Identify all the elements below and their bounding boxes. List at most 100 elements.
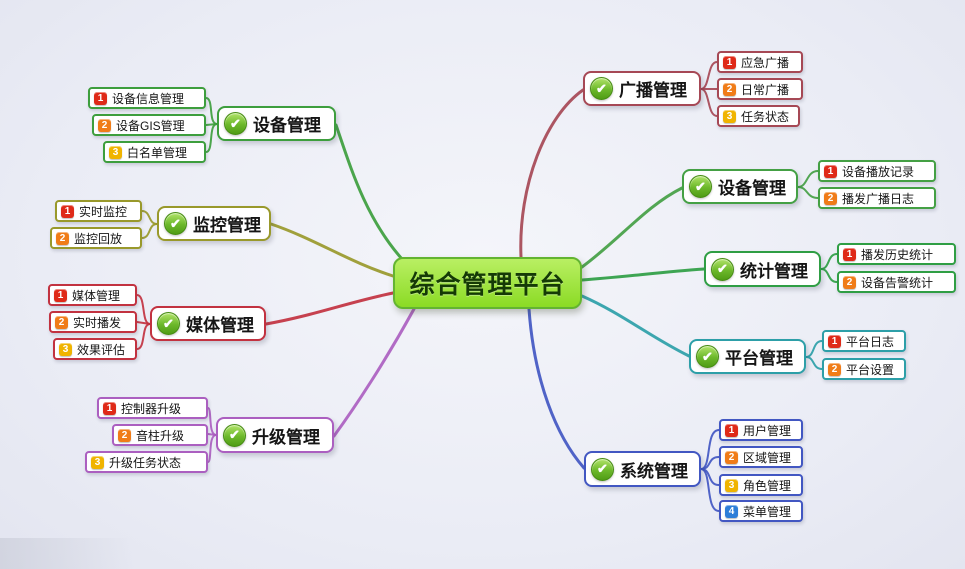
child-node-user-management[interactable]: 1 用户管理 (719, 419, 803, 441)
child-node-monitoring-playback[interactable]: 2 监控回放 (50, 227, 142, 249)
number-badge: 3 (91, 455, 104, 469)
number-badge: 3 (723, 109, 736, 123)
connector-center-device-right (580, 186, 684, 269)
number-badge: 1 (61, 204, 74, 218)
branch-node-broadcast-management[interactable]: ✔ 广播管理 (583, 71, 701, 106)
branch-node-device-management-right[interactable]: ✔ 设备管理 (682, 169, 798, 204)
child-node-platform-settings[interactable]: 2 平台设置 (822, 358, 906, 380)
connector-sub (207, 407, 217, 436)
connector-sub (797, 186, 819, 199)
child-label: 应急广播 (741, 55, 790, 70)
check-icon: ✔ (223, 423, 246, 447)
branch-node-upgrade-management[interactable]: ✔ 升级管理 (216, 417, 334, 453)
child-node-task-status[interactable]: 3 任务状态 (717, 105, 800, 127)
child-node-upgrade-task-status[interactable]: 3 升级任务状态 (85, 451, 208, 473)
child-label: 实时播发 (73, 315, 122, 330)
connector-sub (700, 61, 718, 90)
branch-node-device-management-left[interactable]: ✔ 设备管理 (217, 106, 336, 141)
child-node-speaker-upgrade[interactable]: 2 音柱升级 (112, 424, 208, 446)
connector-sub (700, 88, 718, 117)
branch-label: 媒体管理 (186, 316, 254, 335)
number-badge: 2 (98, 118, 111, 132)
central-topic-label: 综合管理平台 (409, 271, 566, 299)
connector-center-monitoring (269, 222, 395, 278)
number-badge: 3 (109, 145, 122, 159)
child-label: 平台日志 (846, 334, 895, 349)
branch-node-media-management[interactable]: ✔ 媒体管理 (150, 306, 266, 341)
connector-sub (136, 294, 151, 325)
branch-label: 系统管理 (620, 461, 688, 481)
child-label: 设备信息管理 (112, 91, 185, 106)
child-label: 播发历史统计 (861, 247, 934, 262)
check-icon: ✔ (711, 257, 734, 281)
branch-label: 设备管理 (253, 116, 321, 135)
child-node-realtime-monitoring[interactable]: 1 实时监控 (55, 200, 142, 222)
child-label: 设备告警统计 (861, 275, 934, 290)
child-node-broadcast-history-stats[interactable]: 1 播发历史统计 (837, 243, 956, 265)
child-node-menu-management[interactable]: 4 菜单管理 (719, 500, 803, 522)
number-badge: 1 (103, 401, 116, 415)
child-node-daily-broadcast[interactable]: 2 日常广播 (717, 78, 803, 100)
child-node-region-management[interactable]: 2 区域管理 (719, 446, 803, 468)
child-node-device-info-management[interactable]: 1 设备信息管理 (88, 87, 206, 109)
connector-sub (141, 223, 158, 239)
child-node-media-management[interactable]: 1 媒体管理 (48, 284, 137, 306)
child-label: 设备GIS管理 (116, 118, 185, 133)
child-label: 设备播放记录 (842, 164, 915, 179)
child-node-controller-upgrade[interactable]: 1 控制器升级 (97, 397, 208, 419)
branch-label: 设备管理 (718, 179, 786, 198)
connector-center-statistics (580, 267, 706, 282)
number-badge: 2 (824, 191, 837, 205)
number-badge: 2 (843, 275, 856, 289)
child-node-platform-logs[interactable]: 1 平台日志 (822, 330, 906, 352)
child-label: 平台设置 (846, 362, 895, 377)
check-icon: ✔ (696, 345, 719, 368)
connector-sub (820, 268, 838, 283)
branch-label: 统计管理 (740, 261, 808, 281)
number-badge: 2 (56, 231, 69, 245)
child-node-broadcast-logs[interactable]: 2 播发广播日志 (818, 187, 936, 209)
number-badge: 4 (725, 504, 738, 518)
child-node-device-playback-records[interactable]: 1 设备播放记录 (818, 160, 936, 182)
child-node-whitelist-management[interactable]: 3 白名单管理 (103, 141, 206, 163)
child-label: 升级任务状态 (109, 455, 182, 470)
branch-node-monitoring-management[interactable]: ✔ 监控管理 (157, 206, 271, 241)
connector-center-device-left (334, 123, 404, 261)
branch-label: 平台管理 (725, 349, 793, 368)
child-node-realtime-broadcasting[interactable]: 2 实时播发 (49, 311, 137, 333)
check-icon: ✔ (689, 175, 712, 198)
child-label: 监控回放 (74, 231, 123, 246)
check-icon: ✔ (591, 457, 614, 481)
number-badge: 1 (828, 334, 841, 348)
number-badge: 1 (94, 91, 107, 105)
number-badge: 2 (118, 428, 131, 442)
connector-sub (136, 323, 151, 350)
connector-center-broadcast (519, 88, 585, 259)
branch-node-system-management[interactable]: ✔ 系统管理 (584, 451, 701, 487)
central-topic-node[interactable]: 综合管理平台 (393, 257, 582, 309)
child-node-effect-evaluation[interactable]: 3 效果评估 (53, 338, 137, 360)
number-badge: 1 (843, 247, 856, 261)
check-icon: ✔ (224, 112, 247, 135)
child-label: 控制器升级 (121, 401, 182, 416)
child-node-emergency-broadcast[interactable]: 1 应急广播 (717, 51, 803, 73)
check-icon: ✔ (164, 212, 187, 235)
child-node-role-management[interactable]: 3 角色管理 (719, 474, 803, 496)
watermark (0, 538, 135, 569)
child-node-device-alarm-stats[interactable]: 2 设备告警统计 (837, 271, 956, 293)
child-label: 效果评估 (77, 342, 126, 357)
connector-sub (700, 468, 720, 512)
check-icon: ✔ (157, 312, 180, 335)
number-badge: 2 (828, 362, 841, 376)
branch-node-statistics-management[interactable]: ✔ 统计管理 (704, 251, 821, 287)
number-badge: 2 (723, 82, 736, 96)
child-node-device-gis-management[interactable]: 2 设备GIS管理 (92, 114, 206, 136)
child-label: 角色管理 (743, 478, 792, 493)
connector-sub (205, 123, 218, 153)
connector-sub (820, 253, 838, 270)
connector-sub (141, 210, 158, 225)
number-badge: 1 (824, 164, 837, 178)
branch-node-platform-management[interactable]: ✔ 平台管理 (689, 339, 806, 374)
check-icon: ✔ (590, 77, 613, 100)
